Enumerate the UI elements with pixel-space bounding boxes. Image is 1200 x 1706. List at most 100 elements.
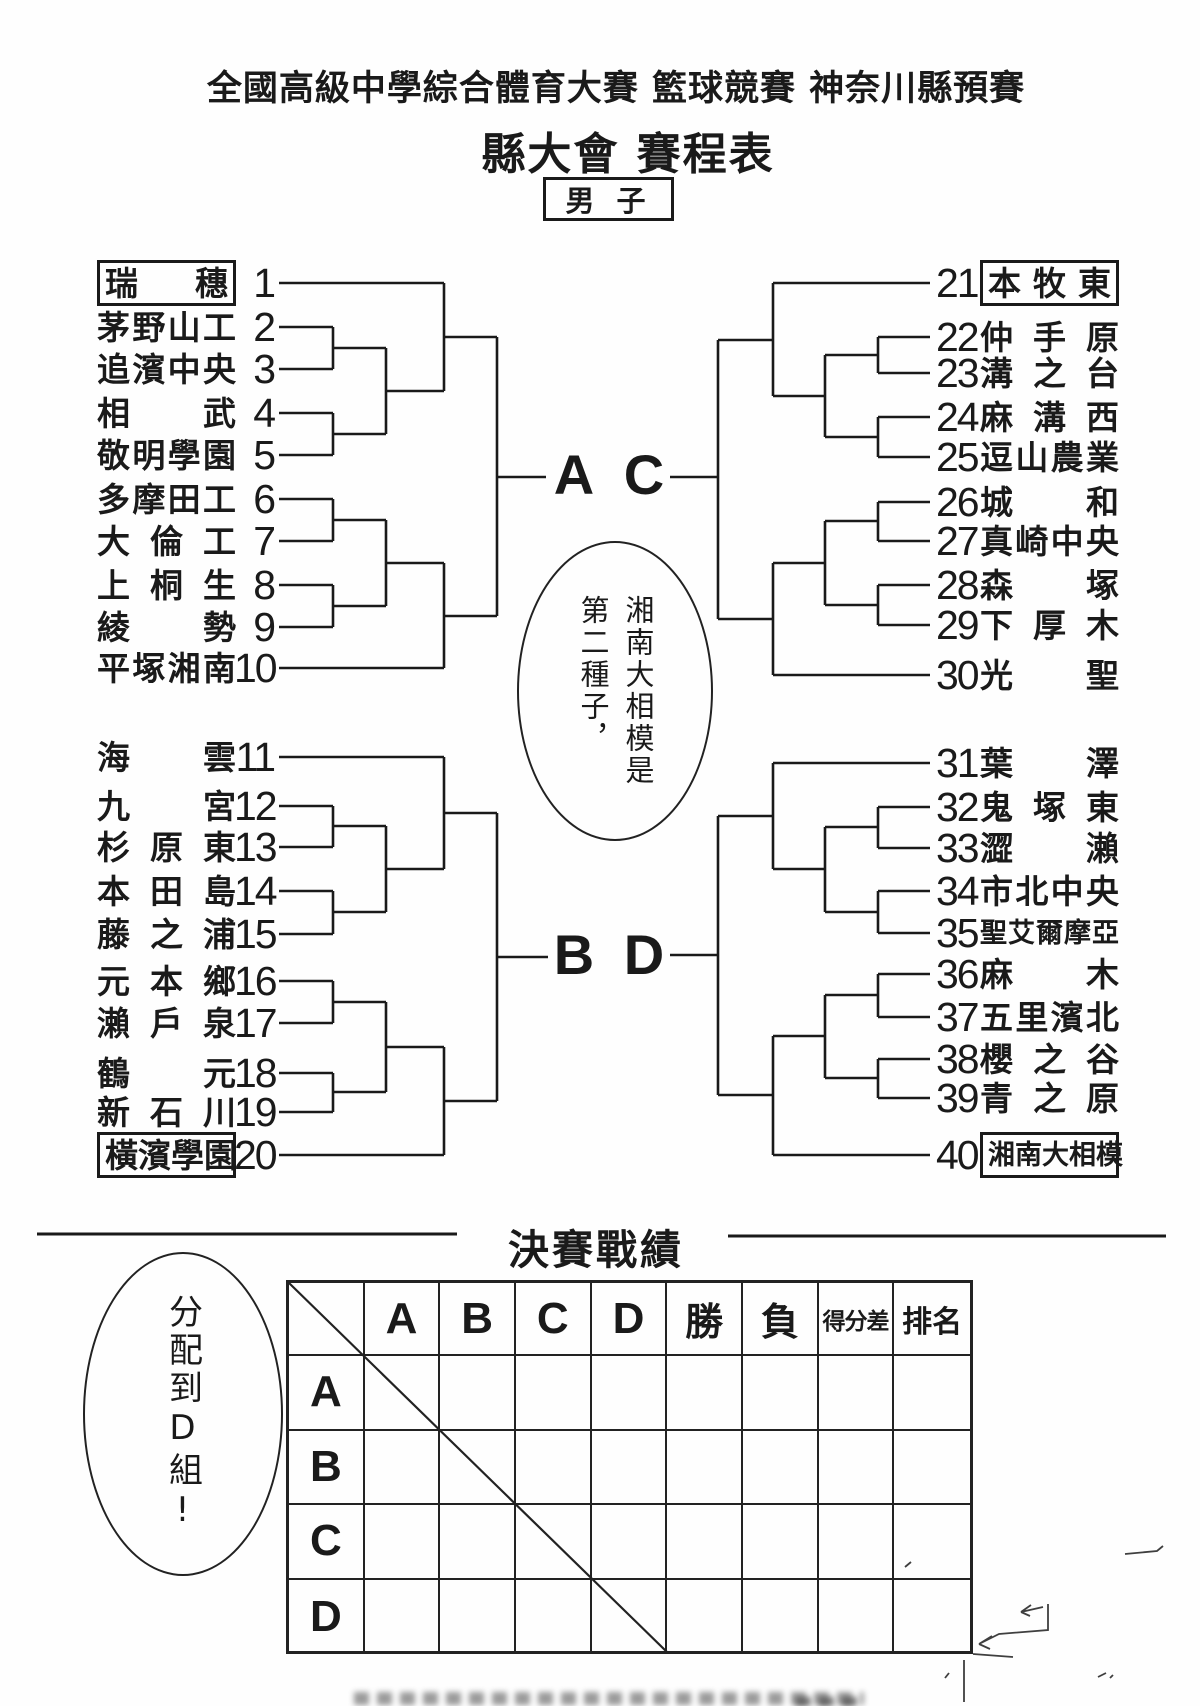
standings-col-header: B bbox=[440, 1283, 516, 1356]
standings-cell bbox=[591, 1430, 668, 1505]
standings-cell bbox=[364, 1356, 441, 1431]
standings-cell bbox=[818, 1505, 895, 1580]
bracket-team-row: 6 多摩田工 bbox=[0, 477, 1200, 521]
seed-note-bubble: 湘南大相模是第二種子， bbox=[517, 541, 713, 841]
team-name: 平塚湘南 bbox=[97, 648, 236, 688]
standings-cell bbox=[515, 1505, 592, 1580]
standings-cell bbox=[667, 1430, 743, 1505]
team-seed: 4 bbox=[253, 390, 276, 436]
team-name: 大倫工 bbox=[97, 521, 236, 561]
team-name: 瑞穗 bbox=[97, 260, 236, 306]
standings-cell bbox=[440, 1430, 516, 1505]
team-name: 海雲 bbox=[97, 737, 236, 777]
team-seed: 28 bbox=[936, 562, 980, 608]
standings-cell bbox=[894, 1431, 970, 1505]
team-seed: 5 bbox=[253, 432, 276, 478]
standings-cell bbox=[894, 1505, 970, 1580]
team-name: 下厚木 bbox=[980, 605, 1119, 645]
blurred-bottom-text bbox=[796, 1697, 862, 1706]
group-label-c: C bbox=[623, 443, 665, 506]
standings-col-header: 排名 bbox=[894, 1283, 970, 1356]
standings-row-header: D bbox=[289, 1579, 365, 1654]
standings-col-header: C bbox=[515, 1283, 592, 1356]
team-name: 追濱中央 bbox=[97, 349, 236, 389]
team-name: 上桐生 bbox=[97, 565, 236, 605]
standings-cell bbox=[364, 1505, 441, 1580]
standings-cell bbox=[667, 1505, 743, 1580]
team-name: 五里濱北 bbox=[980, 997, 1119, 1037]
team-seed: 17 bbox=[234, 1000, 278, 1046]
team-name: 光聖 bbox=[980, 655, 1119, 695]
team-seed: 31 bbox=[936, 740, 980, 786]
team-seed: 6 bbox=[253, 476, 276, 522]
team-seed: 23 bbox=[936, 350, 980, 396]
standings-cell bbox=[591, 1356, 668, 1431]
team-name: 九宮 bbox=[97, 786, 236, 826]
team-seed: 13 bbox=[234, 824, 278, 870]
team-seed: 20 bbox=[234, 1132, 278, 1178]
standings-cell bbox=[364, 1430, 441, 1505]
team-seed: 18 bbox=[234, 1050, 278, 1096]
bracket-team-row: 1 瑞穗 bbox=[0, 260, 1200, 306]
team-name: 真崎中央 bbox=[980, 521, 1119, 561]
team-seed: 16 bbox=[234, 958, 278, 1004]
team-seed: 12 bbox=[234, 783, 278, 829]
team-seed: 1 bbox=[253, 260, 276, 306]
team-seed: 11 bbox=[235, 734, 276, 780]
team-seed: 40 bbox=[936, 1132, 980, 1178]
standings-col-header: 負 bbox=[742, 1283, 819, 1356]
team-name: 澀瀨 bbox=[980, 828, 1119, 868]
team-name: 櫻之谷 bbox=[980, 1039, 1119, 1079]
team-seed: 7 bbox=[253, 518, 276, 564]
group-note-line: 分配到D組! bbox=[162, 1294, 203, 1534]
gender-box: 男 子 bbox=[543, 177, 674, 221]
standings-cell bbox=[515, 1430, 592, 1505]
team-name: 茅野山工 bbox=[97, 307, 236, 347]
team-name: 鬼塚東 bbox=[980, 787, 1119, 827]
blurred-bottom-text bbox=[354, 1692, 864, 1705]
page-title: 全國高級中學綜合體育大賽 籃球競賽 神奈川縣預賽 bbox=[206, 69, 1026, 109]
team-seed: 9 bbox=[253, 604, 276, 650]
team-seed: 14 bbox=[234, 868, 278, 914]
standings-cell bbox=[818, 1356, 895, 1431]
standings-cell bbox=[591, 1505, 668, 1580]
seed-note-line: 第二種子， bbox=[576, 595, 610, 755]
bracket-team-row: 7 大倫工 bbox=[0, 519, 1200, 563]
team-name: 城和 bbox=[980, 482, 1119, 522]
standings-cell bbox=[818, 1430, 895, 1505]
group-label-a: A bbox=[553, 443, 595, 506]
standings-cell bbox=[440, 1356, 516, 1431]
team-seed: 29 bbox=[936, 602, 980, 648]
group-label-b: B bbox=[553, 923, 595, 986]
team-name: 瀨戶泉 bbox=[97, 1003, 236, 1043]
standings-col-header: 得分差 bbox=[818, 1283, 895, 1356]
seed-note-line: 湘南大相模是 bbox=[620, 595, 655, 787]
standings-cell bbox=[742, 1356, 819, 1431]
team-name: 聖艾爾摩亞 bbox=[980, 917, 1119, 949]
group-note-bubble: 分配到D組! bbox=[83, 1252, 283, 1576]
team-name: 鶴元 bbox=[97, 1053, 236, 1093]
team-name: 多摩田工 bbox=[97, 479, 236, 519]
group-note-text: 分配到D組! bbox=[159, 1294, 208, 1534]
